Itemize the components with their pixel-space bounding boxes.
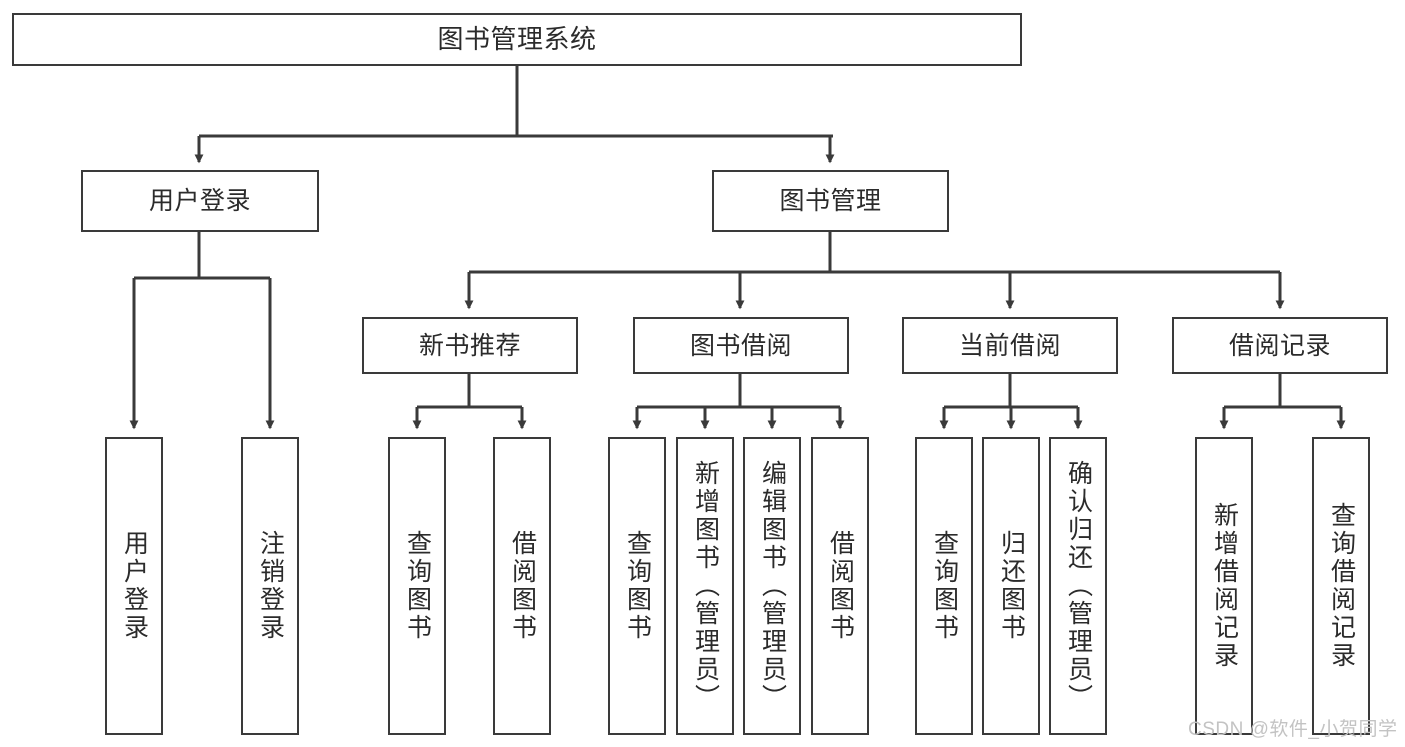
leaf-query-book-1[interactable]: 查询图书 [388,437,446,735]
leaf-add-borrow-record[interactable]: 新增借阅记录 [1195,437,1253,735]
leaf-add-book-admin[interactable]: 新增图书（管理员） [676,437,734,735]
leaf-return-book-label: 归还图书 [997,530,1026,642]
node-book-manage[interactable]: 图书管理 [712,170,949,232]
node-new-book-recommend[interactable]: 新书推荐 [362,317,578,374]
leaf-add-borrow-record-label: 新增借阅记录 [1210,502,1239,670]
node-borrow-record[interactable]: 借阅记录 [1172,317,1388,374]
leaf-borrow-book-1[interactable]: 借阅图书 [493,437,551,735]
leaf-add-book-admin-label: 新增图书（管理员） [691,460,720,712]
leaf-edit-book-admin[interactable]: 编辑图书（管理员） [743,437,801,735]
leaf-borrow-book-2[interactable]: 借阅图书 [811,437,869,735]
node-new-book-recommend-label: 新书推荐 [418,331,521,360]
leaf-user-login[interactable]: 用户登录 [105,437,163,735]
node-current-borrow[interactable]: 当前借阅 [902,317,1118,374]
node-book-manage-label: 图书管理 [779,187,882,215]
leaf-return-book[interactable]: 归还图书 [982,437,1040,735]
node-user-login-label: 用户登录 [148,187,251,215]
node-book-borrow-label: 图书借阅 [689,331,792,360]
node-book-borrow[interactable]: 图书借阅 [633,317,849,374]
leaf-user-logout-label: 注销登录 [256,530,285,642]
node-current-borrow-label: 当前借阅 [958,331,1061,360]
leaf-query-book-2-label: 查询图书 [623,530,652,642]
node-root-system-label: 图书管理系统 [437,23,597,54]
leaf-confirm-return-admin-label: 确认归还（管理员） [1064,460,1093,712]
leaf-query-book-3-label: 查询图书 [930,530,959,642]
csdn-watermark: CSDN @软件_小贺同学 [1188,719,1398,740]
leaf-borrow-book-1-label: 借阅图书 [508,530,537,642]
leaf-query-book-2[interactable]: 查询图书 [608,437,666,735]
leaf-borrow-book-2-label: 借阅图书 [826,530,855,642]
leaf-confirm-return-admin[interactable]: 确认归还（管理员） [1049,437,1107,735]
leaf-edit-book-admin-label: 编辑图书（管理员） [758,460,787,712]
leaf-query-book-3[interactable]: 查询图书 [915,437,973,735]
leaf-query-borrow-record[interactable]: 查询借阅记录 [1312,437,1370,735]
leaf-user-login-label: 用户登录 [120,530,149,642]
node-user-login[interactable]: 用户登录 [81,170,319,232]
leaf-query-borrow-record-label: 查询借阅记录 [1327,502,1356,670]
node-root-system[interactable]: 图书管理系统 [12,13,1022,66]
node-borrow-record-label: 借阅记录 [1228,331,1331,360]
leaf-user-logout[interactable]: 注销登录 [241,437,299,735]
leaf-query-book-1-label: 查询图书 [403,530,432,642]
